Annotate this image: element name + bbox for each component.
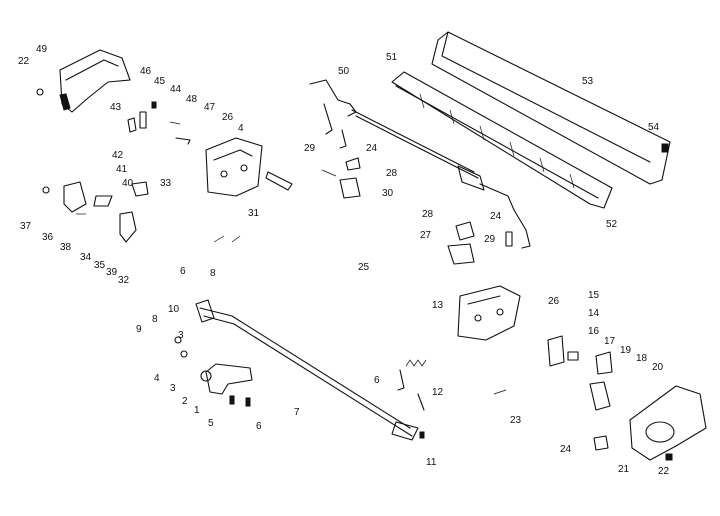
center-right-bracket	[457, 285, 521, 341]
middle-brackets	[321, 157, 361, 199]
callout-label: 6	[180, 266, 186, 277]
callout-label: 12	[432, 387, 444, 398]
callout-label: 32	[118, 275, 130, 286]
callout-label: 27	[420, 230, 432, 241]
callout-label: 29	[484, 234, 496, 245]
callout-label: 48	[186, 94, 198, 105]
callout-label: 5	[208, 418, 214, 429]
callout-label: 40	[122, 178, 134, 189]
callout-label: 8	[152, 314, 158, 325]
callout-label: 17	[604, 336, 616, 347]
callout-label: 24	[366, 143, 378, 154]
callout-label: 51	[386, 52, 398, 63]
callout-label: 24	[490, 211, 502, 222]
top-bar	[431, 31, 671, 185]
callout-label: 44	[170, 84, 182, 95]
center-bracket	[205, 137, 293, 197]
callout-label: 11	[426, 457, 437, 468]
callout-label: 35	[94, 260, 106, 271]
callout-label: 14	[588, 308, 600, 319]
callout-label: 6	[374, 375, 380, 386]
lower-shaft	[195, 299, 419, 441]
callout-label: 52	[606, 219, 618, 230]
callout-label: 31	[248, 208, 260, 219]
callout-label: 4	[154, 373, 160, 384]
callout-label: 22	[18, 56, 30, 67]
left-end-cover	[36, 49, 131, 113]
callout-label: 38	[60, 242, 72, 253]
spring	[397, 359, 427, 439]
callout-label: 7	[294, 407, 300, 418]
callout-label: 16	[588, 326, 600, 337]
callout-label: 18	[636, 353, 648, 364]
callout-label: 1	[194, 405, 200, 416]
callout-label: 37	[20, 221, 32, 232]
callout-label: 26	[222, 112, 234, 123]
callout-label: 9	[136, 324, 142, 335]
callout-label: 28	[386, 168, 398, 179]
callout-label: 2	[182, 396, 188, 407]
callout-label: 30	[382, 188, 394, 199]
upper-shaft	[309, 79, 531, 249]
callout-label: 29	[304, 143, 316, 154]
callout-label: 39	[106, 267, 118, 278]
callout-label: 43	[110, 102, 122, 113]
callout-label: 42	[112, 150, 124, 161]
callout-label: 3	[178, 330, 184, 341]
callout-label: 10	[168, 304, 180, 315]
rail	[391, 71, 613, 209]
callout-label: 25	[358, 262, 370, 273]
callout-label: 46	[140, 66, 152, 77]
misc-parts	[213, 235, 609, 451]
callout-label: 24	[560, 444, 572, 455]
callout-label: 21	[618, 464, 630, 475]
callout-label: 6	[256, 421, 262, 432]
callout-label: 36	[42, 232, 54, 243]
right-end-cover	[629, 385, 707, 461]
callout-label: 54	[648, 122, 660, 133]
callout-label: 49	[36, 44, 48, 55]
callout-label: 4	[238, 123, 244, 134]
callout-label: 23	[510, 415, 522, 426]
callout-label: 15	[588, 290, 600, 301]
right-small-parts	[547, 335, 613, 411]
left-lever-group	[42, 181, 149, 243]
callout-label: 19	[620, 345, 632, 356]
callout-labels: 49 22 46 45 44 48 47 26 4 43 42 41 40 33…	[18, 44, 670, 477]
callout-label: 28	[422, 209, 434, 220]
callout-label: 13	[432, 300, 444, 311]
lower-left-lever	[174, 336, 253, 407]
clip-parts	[447, 221, 513, 265]
callout-label: 8	[210, 268, 216, 279]
callout-label: 53	[582, 76, 594, 87]
callout-label: 47	[204, 102, 216, 113]
callout-label: 20	[652, 362, 664, 373]
callout-label: 33	[160, 178, 172, 189]
callout-label: 3	[170, 383, 176, 394]
callout-label: 22	[658, 466, 670, 477]
callout-label: 34	[80, 252, 92, 263]
small-parts-cluster	[127, 101, 191, 145]
callout-label: 50	[338, 66, 350, 77]
callout-label: 26	[548, 296, 560, 307]
callout-label: 41	[116, 164, 128, 175]
callout-label: 45	[154, 76, 166, 87]
